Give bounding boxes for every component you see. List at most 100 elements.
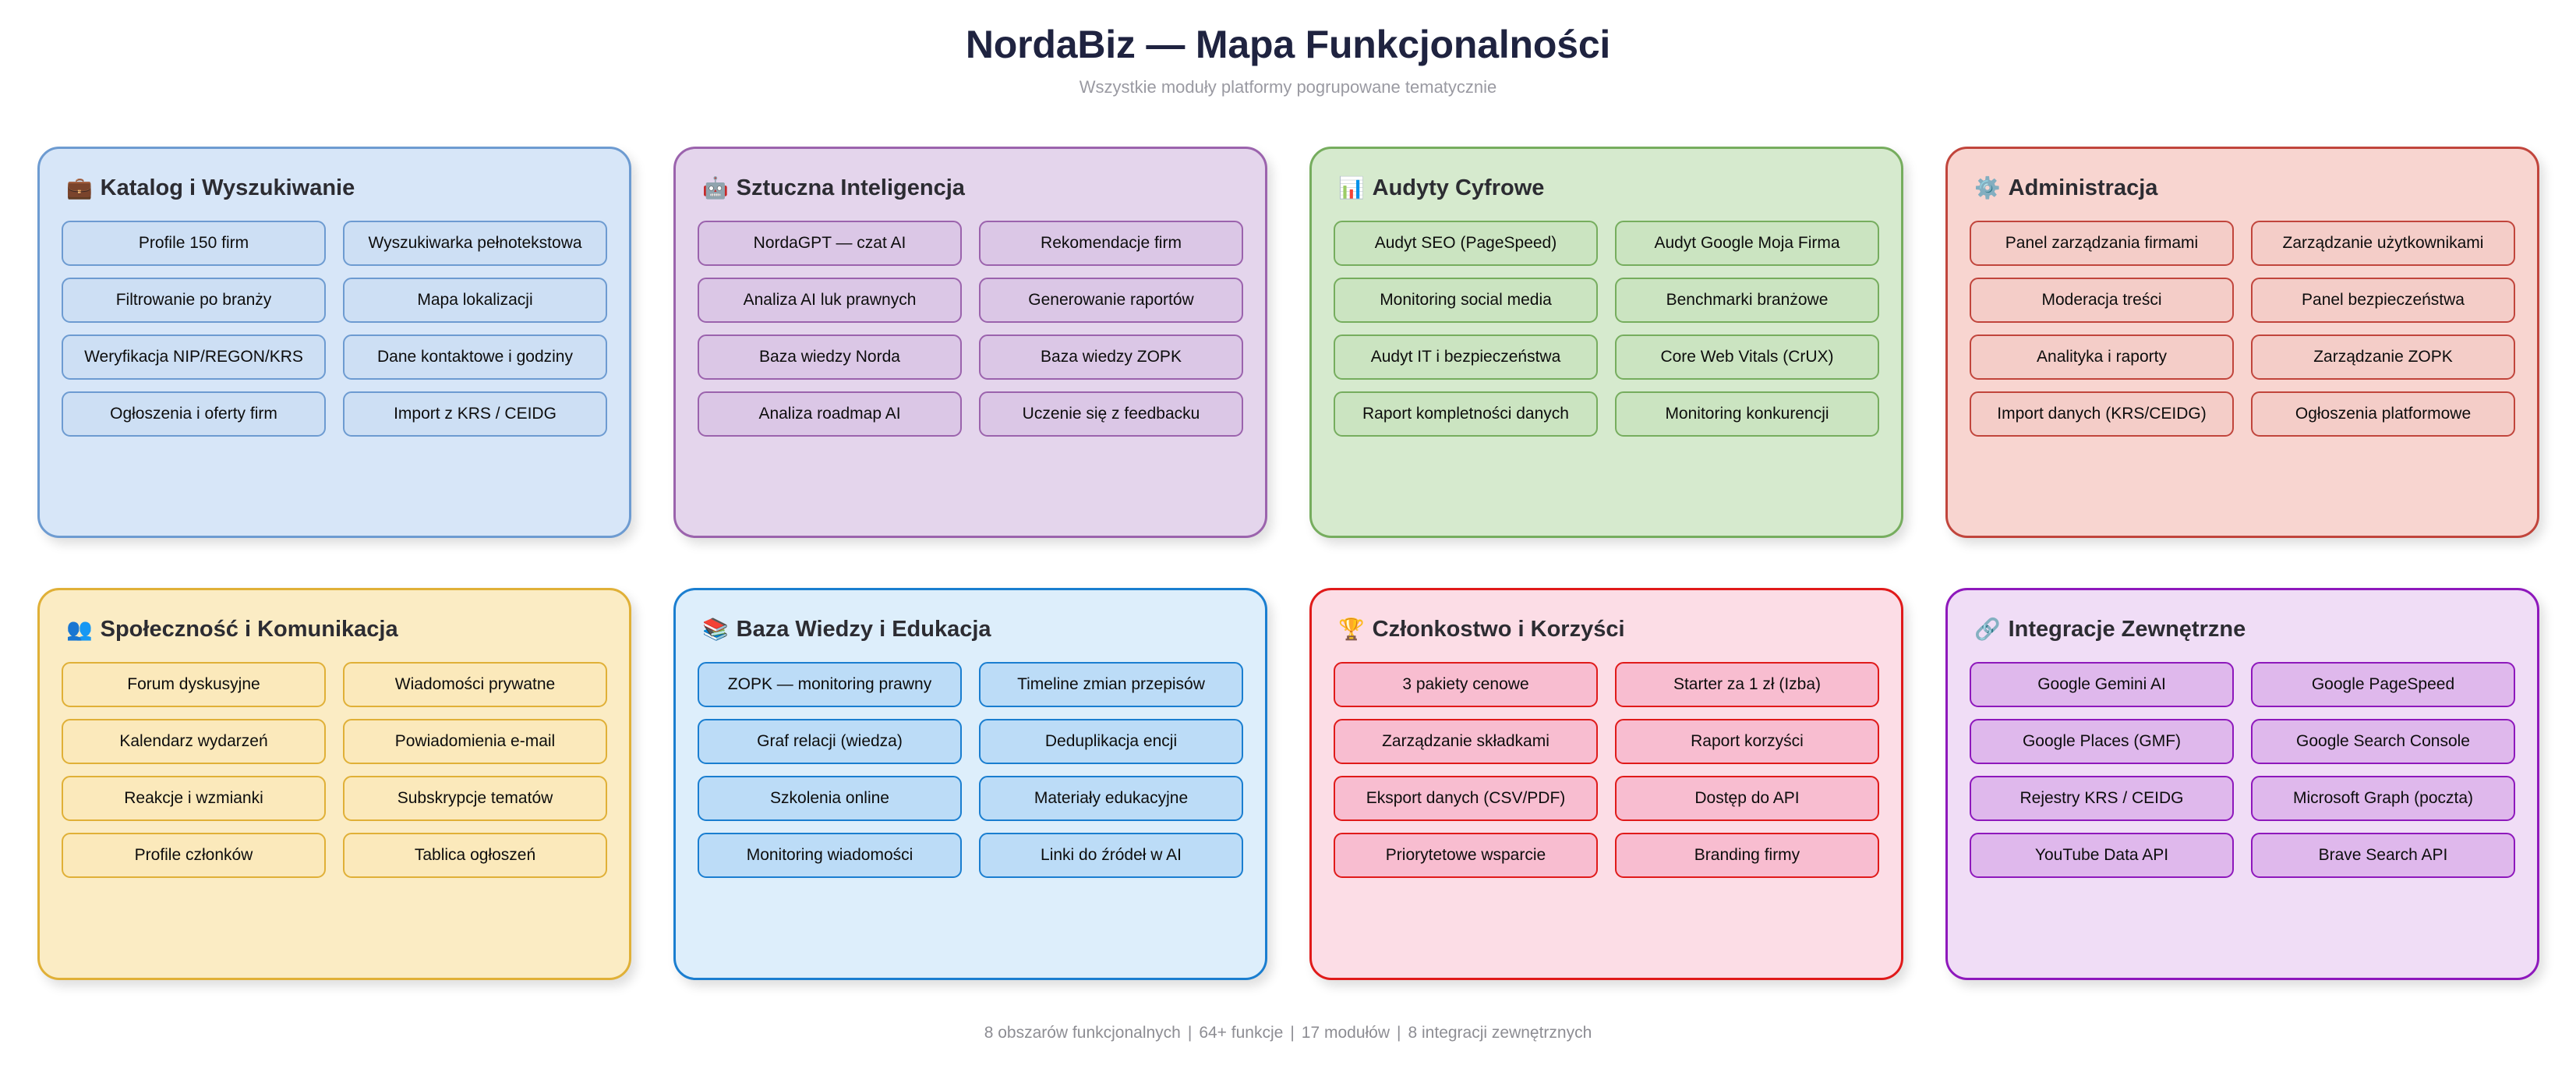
- module-item[interactable]: Raport korzyści: [1615, 719, 1879, 764]
- module-item[interactable]: Audyt IT i bezpieczeństwa: [1334, 334, 1598, 380]
- item-list: Panel zarządzania firmami Zarządzanie uży…: [1970, 221, 2515, 437]
- module-item[interactable]: ZOPK — monitoring prawny: [698, 662, 962, 707]
- module-item[interactable]: Dane kontaktowe i godziny: [343, 334, 607, 380]
- footer-stat: 64+ funkcje: [1199, 1024, 1284, 1042]
- footer-stats: 8 obszarów funkcjonalnych | 64+ funkcje | 17…: [0, 1024, 2576, 1042]
- gear-icon: ⚙️: [1974, 175, 2001, 200]
- footer-separator: |: [1397, 1024, 1401, 1042]
- module-item[interactable]: Deduplikacja encji: [979, 719, 1243, 764]
- module-item[interactable]: Profile 150 firm: [62, 221, 326, 266]
- card-title: Baza Wiedzy i Edukacja: [736, 616, 991, 642]
- module-item[interactable]: Priorytetowe wsparcie: [1334, 833, 1598, 878]
- card-header-integracje-zewnetrzne: 🔗Integracje Zewnętrzne: [1974, 614, 2515, 645]
- module-item[interactable]: Core Web Vitals (CrUX): [1615, 334, 1879, 380]
- module-item[interactable]: Panel bezpieczeństwa: [2251, 278, 2515, 323]
- module-item[interactable]: Mapa lokalizacji: [343, 278, 607, 323]
- module-item[interactable]: Kalendarz wydarzeń: [62, 719, 326, 764]
- module-item[interactable]: Wiadomości prywatne: [343, 662, 607, 707]
- module-item[interactable]: Raport kompletności danych: [1334, 391, 1598, 437]
- module-item[interactable]: Monitoring social media: [1334, 278, 1598, 323]
- footer-separator: |: [1187, 1024, 1193, 1042]
- module-item[interactable]: Google Places (GMF): [1970, 719, 2234, 764]
- robot-icon: 🤖: [702, 175, 729, 200]
- card-title: Integracje Zewnętrzne: [2008, 616, 2246, 642]
- module-item[interactable]: Monitoring konkurencji: [1615, 391, 1879, 437]
- module-item[interactable]: Timeline zmian przepisów: [979, 662, 1243, 707]
- module-item[interactable]: Ogłoszenia i oferty firm: [62, 391, 326, 437]
- module-item[interactable]: Monitoring wiadomości: [698, 833, 962, 878]
- card-title: Administracja: [2008, 175, 2158, 200]
- module-item[interactable]: Reakcje i wzmianki: [62, 776, 326, 821]
- module-item[interactable]: 3 pakiety cenowe: [1334, 662, 1598, 707]
- page-subtitle: Wszystkie moduły platformy pogrupowane t…: [1079, 77, 1497, 97]
- module-item[interactable]: Subskrypcje tematów: [343, 776, 607, 821]
- module-item[interactable]: Analiza roadmap AI: [698, 391, 962, 437]
- item-list: 3 pakiety cenowe Starter za 1 zł (Izba) Za…: [1334, 662, 1879, 878]
- page-title: NordaBiz — Mapa Funkcjonalności: [965, 23, 1611, 66]
- module-item[interactable]: Analiza AI luk prawnych: [698, 278, 962, 323]
- module-item[interactable]: Analityka i raporty: [1970, 334, 2234, 380]
- module-item[interactable]: Rekomendacje firm: [979, 221, 1243, 266]
- module-item[interactable]: Import z KRS / CEIDG: [343, 391, 607, 437]
- footer-stat: 17 modułów: [1301, 1024, 1390, 1042]
- module-item[interactable]: Rejestry KRS / CEIDG: [1970, 776, 2234, 821]
- card-header-czlonkostwo-i-korzysci: 🏆Członkostwo i Korzyści: [1338, 614, 1879, 645]
- books-icon: 📚: [702, 617, 729, 641]
- module-item[interactable]: Microsoft Graph (poczta): [2251, 776, 2515, 821]
- module-item[interactable]: YouTube Data API: [1970, 833, 2234, 878]
- module-item[interactable]: Panel zarządzania firmami: [1970, 221, 2234, 266]
- module-item[interactable]: Zarządzanie składkami: [1334, 719, 1598, 764]
- card-header-audyty-cyfrowe: 📊Audyty Cyfrowe: [1338, 172, 1879, 204]
- module-item[interactable]: Import danych (KRS/CEIDG): [1970, 391, 2234, 437]
- module-item[interactable]: Audyt SEO (PageSpeed): [1334, 221, 1598, 266]
- module-item[interactable]: Baza wiedzy Norda: [698, 334, 962, 380]
- module-item[interactable]: Weryfikacja NIP/REGON/KRS: [62, 334, 326, 380]
- briefcase-icon: 💼: [66, 175, 93, 200]
- module-item[interactable]: Profile członków: [62, 833, 326, 878]
- module-item[interactable]: Wyszukiwarka pełnotekstowa: [343, 221, 607, 266]
- module-item[interactable]: Uczenie się z feedbacku: [979, 391, 1243, 437]
- module-item[interactable]: Baza wiedzy ZOPK: [979, 334, 1243, 380]
- module-item[interactable]: Tablica ogłoszeń: [343, 833, 607, 878]
- module-item[interactable]: Graf relacji (wiedza): [698, 719, 962, 764]
- module-item[interactable]: Powiadomienia e-mail: [343, 719, 607, 764]
- card-title: Audyty Cyfrowe: [1372, 175, 1545, 200]
- module-item[interactable]: Filtrowanie po branży: [62, 278, 326, 323]
- module-item[interactable]: Audyt Google Moja Firma: [1615, 221, 1879, 266]
- module-item[interactable]: Forum dyskusyjne: [62, 662, 326, 707]
- trophy-icon: 🏆: [1338, 617, 1365, 641]
- module-item[interactable]: Materiały edukacyjne: [979, 776, 1243, 821]
- card-title: Katalog i Wyszukiwanie: [100, 175, 355, 200]
- module-item[interactable]: Ogłoszenia platformowe: [2251, 391, 2515, 437]
- footer-stat: 8 integracji zewnętrznych: [1408, 1024, 1592, 1042]
- module-item[interactable]: Linki do źródeł w AI: [979, 833, 1243, 878]
- module-item[interactable]: Brave Search API: [2251, 833, 2515, 878]
- module-item[interactable]: NordaGPT — czat AI: [698, 221, 962, 266]
- module-item[interactable]: Zarządzanie użytkownikami: [2251, 221, 2515, 266]
- item-list: Profile 150 firm Wyszukiwarka pełnoteksto…: [62, 221, 607, 437]
- module-item[interactable]: Zarządzanie ZOPK: [2251, 334, 2515, 380]
- module-item[interactable]: Eksport danych (CSV/PDF): [1334, 776, 1598, 821]
- card-header-baza-wiedzy-i-edukacja: 📚 Baza Wiedzy i Edukacja: [702, 614, 1243, 645]
- module-item[interactable]: Starter za 1 zł (Izba): [1615, 662, 1879, 707]
- module-item[interactable]: Google Gemini AI: [1970, 662, 2234, 707]
- module-item[interactable]: Moderacja treści: [1970, 278, 2234, 323]
- module-item[interactable]: Dostęp do API: [1615, 776, 1879, 821]
- module-item[interactable]: Google Search Console: [2251, 719, 2515, 764]
- module-item[interactable]: Generowanie raportów: [979, 278, 1243, 323]
- module-item[interactable]: Szkolenia online: [698, 776, 962, 821]
- module-item[interactable]: Google PageSpeed: [2251, 662, 2515, 707]
- footer-stat: 8 obszarów funkcjonalnych: [984, 1024, 1181, 1042]
- card-header-sztuczna-inteligencja: 🤖Sztuczna Inteligencja: [702, 172, 1243, 204]
- module-item[interactable]: Branding firmy: [1615, 833, 1879, 878]
- module-item[interactable]: Benchmarki branżowe: [1615, 278, 1879, 323]
